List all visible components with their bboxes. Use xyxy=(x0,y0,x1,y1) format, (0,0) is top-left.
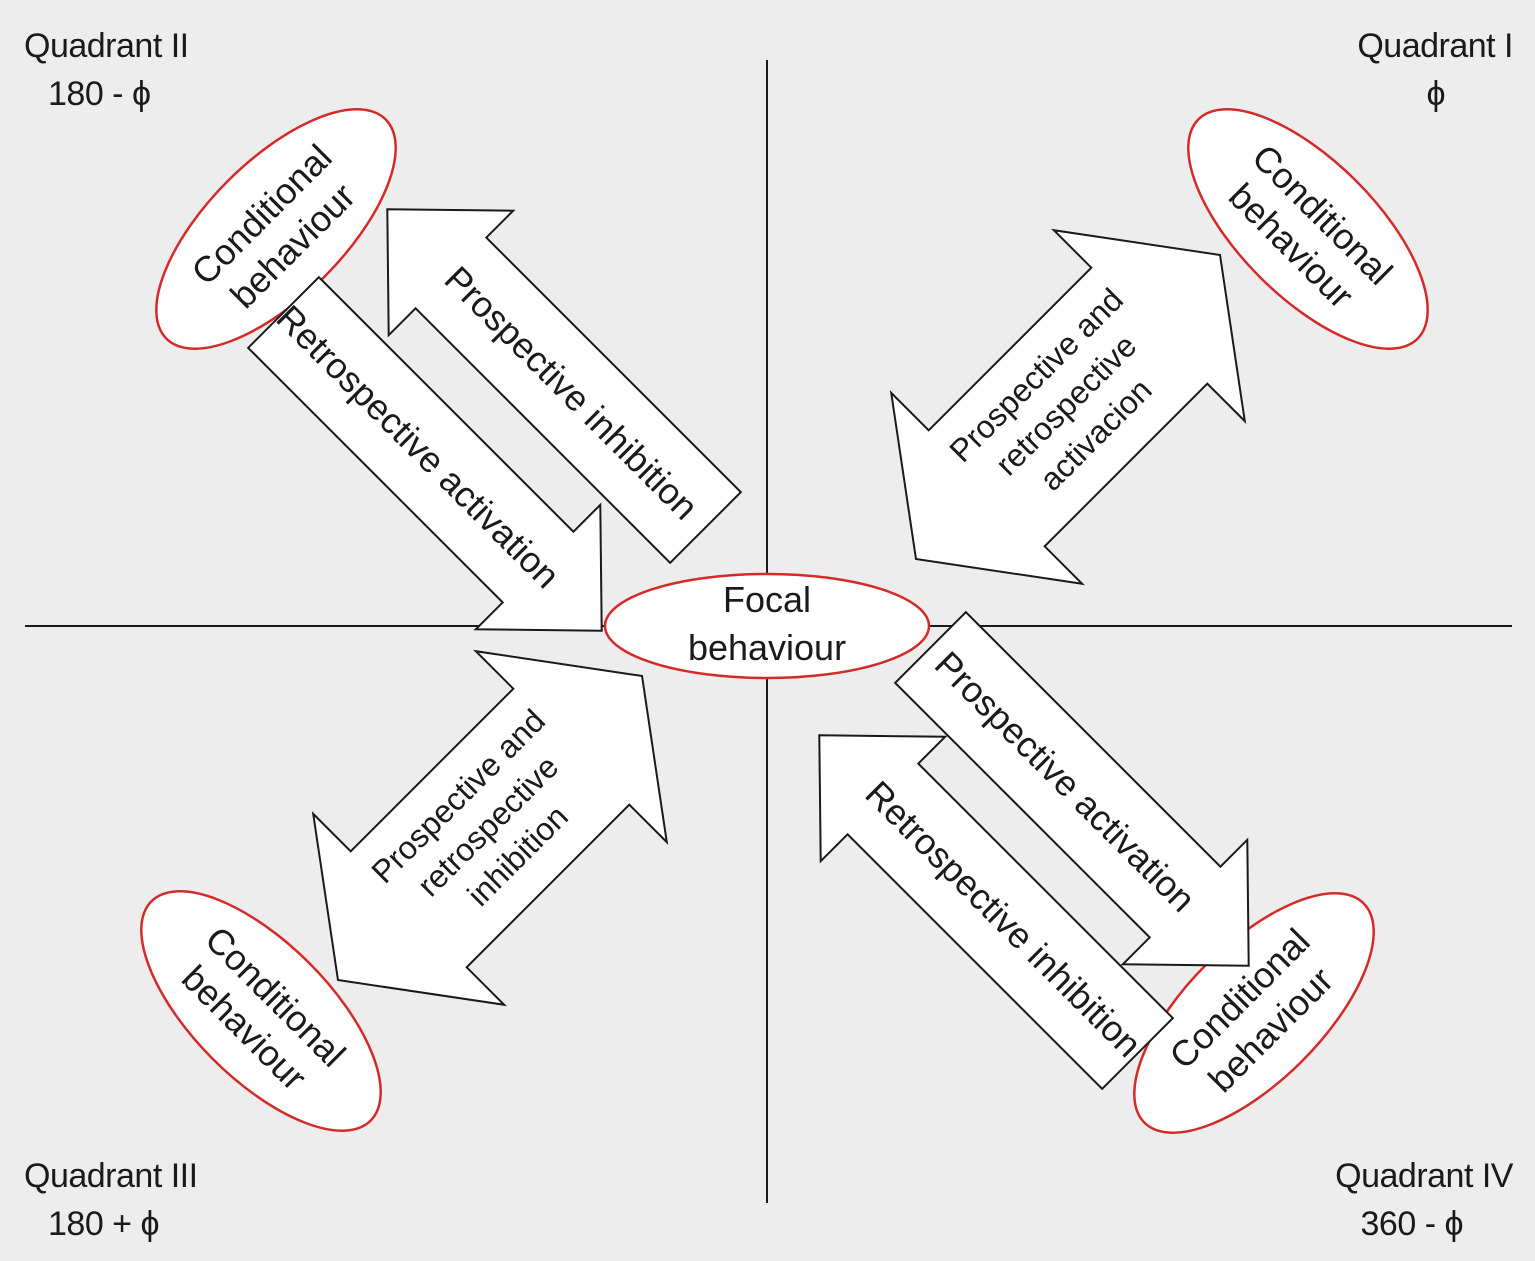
focal-line1: Focal xyxy=(723,579,811,620)
quadrant-2-label: Quadrant II 180 - ϕ xyxy=(24,22,189,118)
quadrant-angle: ϕ xyxy=(1426,75,1445,113)
quadrant-name: Quadrant II xyxy=(24,27,189,65)
focal-behaviour: Focal behaviour xyxy=(603,572,931,680)
quadrant-3-label: Quadrant III 180 + ϕ xyxy=(24,1152,198,1248)
quadrant-angle: 180 + ϕ xyxy=(48,1205,160,1243)
quadrant-angle: 180 - ϕ xyxy=(48,75,151,113)
quadrant-name: Quadrant I xyxy=(1357,27,1513,65)
quadrant-1-label: Quadrant I ϕ xyxy=(1357,22,1513,118)
conditional-behaviour-q1: Conditional behaviour xyxy=(1187,108,1429,350)
quadrant-name: Quadrant IV xyxy=(1335,1157,1513,1195)
focal-line2: behaviour xyxy=(688,627,846,668)
quadrant-angle: 360 - ϕ xyxy=(1360,1205,1464,1243)
quadrant-name: Quadrant III xyxy=(24,1157,198,1195)
quadrant-4-label: Quadrant IV 360 - ϕ xyxy=(1335,1152,1513,1248)
conditional-behaviour-q2: Conditional behaviour xyxy=(155,108,397,350)
